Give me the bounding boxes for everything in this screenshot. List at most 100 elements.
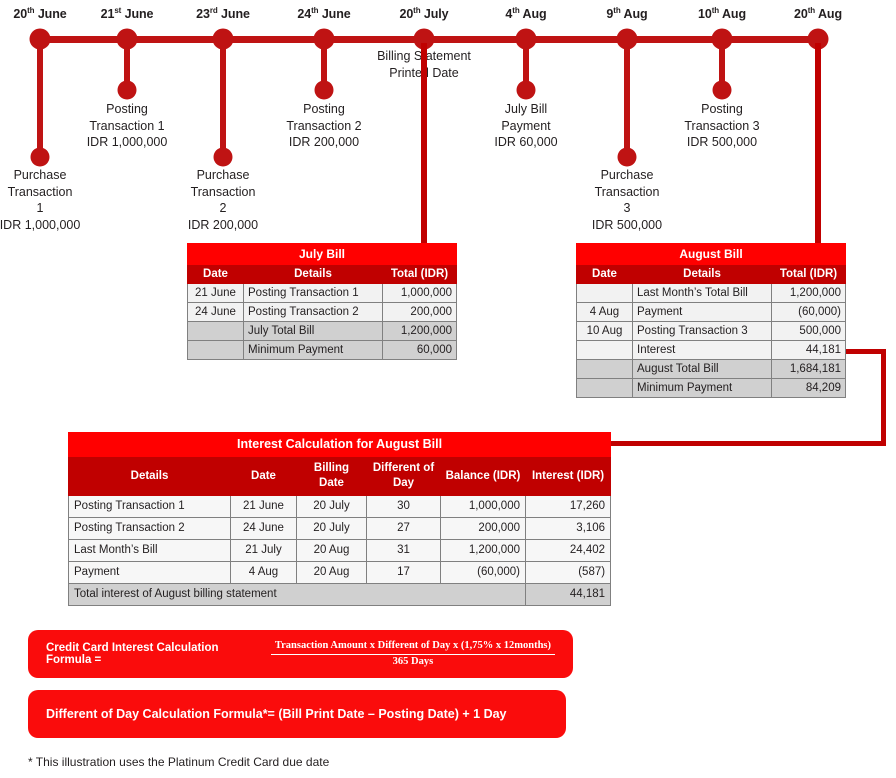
- cell-total: 1,200,000: [771, 283, 846, 303]
- interest-col-diff-day: Different of Day: [366, 456, 441, 496]
- timeline-end-dot-5: [516, 80, 536, 100]
- cell-interest: 24,402: [524, 539, 612, 562]
- timeline-date-4: 20th July: [399, 6, 449, 22]
- cell-date: [187, 321, 244, 341]
- timeline-label-line: Payment: [501, 118, 551, 133]
- timeline-dot-3: [313, 28, 335, 50]
- cell-balance: (60,000): [440, 561, 526, 584]
- cell-billing-date: 20 July: [296, 495, 367, 518]
- cell-total: 1,684,181: [771, 359, 846, 379]
- interest-total-label: Total interest of August billing stateme…: [68, 583, 526, 606]
- connector-interest-horizontal-left: [609, 441, 886, 446]
- cell-balance: 200,000: [440, 517, 526, 540]
- cell-date: 24 June: [187, 302, 244, 322]
- timeline-label-line: Transaction 2: [286, 118, 362, 133]
- august-bill-table: August Bill Date Details Total (IDR) Las…: [576, 243, 846, 398]
- timeline-label-line: IDR 200,000: [187, 217, 259, 232]
- interest-col-details: Details: [68, 456, 231, 496]
- timeline-stem-1: [124, 47, 130, 90]
- august-bill-col-date: Date: [576, 264, 633, 284]
- timeline-stem-3: [321, 47, 327, 90]
- different-of-day-formula-box: Different of Day Calculation Formula*= (…: [28, 690, 566, 738]
- timeline-label-line: IDR 1,000,000: [0, 217, 81, 232]
- july-bill-col-details: Details: [243, 264, 383, 284]
- timeline-label-line: July Bill: [504, 102, 548, 116]
- cell-diff-days: 27: [366, 517, 441, 540]
- interest-header-row: Details Date Billing Date Different of D…: [68, 456, 612, 496]
- connector-august-stem: [815, 43, 821, 244]
- interest-col-billing-date: Billing Date: [296, 456, 367, 496]
- cell-billing-date: 20 Aug: [296, 539, 367, 562]
- interest-total-value: 44,181: [524, 583, 612, 606]
- cell-date: [576, 340, 633, 360]
- timeline-end-dot-1: [117, 80, 137, 100]
- cell-total: 500,000: [771, 321, 846, 341]
- july-bill-col-total: Total (IDR): [381, 264, 458, 284]
- interest-formula-numerator: Transaction Amount x Different of Day x …: [270, 640, 555, 655]
- timeline-date-0: 20th June: [13, 6, 67, 22]
- cell-billing-date: 20 Aug: [296, 561, 367, 584]
- cell-details: Payment: [68, 561, 231, 584]
- cell-details: Minimum Payment: [243, 340, 383, 360]
- timeline-label-line: IDR 500,000: [591, 217, 663, 232]
- timeline-label-line: Posting: [303, 102, 345, 116]
- timeline-label-line: Transaction 3: [684, 118, 760, 133]
- cell-interest: (587): [524, 561, 612, 584]
- august-bill-title: August Bill: [576, 243, 846, 265]
- interest-table-title: Interest Calculation for August Bill: [67, 432, 612, 457]
- timeline-end-dot-7: [712, 80, 732, 100]
- august-bill-col-details: Details: [632, 264, 772, 284]
- cell-balance: 1,200,000: [440, 539, 526, 562]
- timeline-date-2: 23rd June: [196, 6, 250, 22]
- timeline-dot-7: [711, 28, 733, 50]
- timeline-dot-2: [212, 28, 234, 50]
- timeline-end-dot-0: [30, 147, 50, 167]
- cell-details: Posting Transaction 1: [68, 495, 231, 518]
- timeline-dot-4: [413, 28, 435, 50]
- cell-date: [187, 340, 244, 360]
- timeline-dot-8: [807, 28, 829, 50]
- cell-details: Posting Transaction 2: [243, 302, 383, 322]
- cell-details: Last Month’s Total Bill: [632, 283, 772, 303]
- interest-title-row: Interest Calculation for August Bill: [67, 432, 612, 457]
- cell-total: 1,000,000: [381, 283, 458, 303]
- cell-total: (60,000): [771, 302, 846, 322]
- timeline-dot-5: [515, 28, 537, 50]
- cell-date: 4 Aug: [576, 302, 633, 322]
- timeline-stem-7: [719, 47, 725, 90]
- timeline-dot-1: [116, 28, 138, 50]
- timeline-label-line: Transaction: [7, 184, 73, 199]
- august-bill-header-row: Date Details Total (IDR): [576, 264, 846, 284]
- timeline-date-1: 21st June: [100, 6, 154, 22]
- timeline-label-line: Purchase: [13, 168, 67, 182]
- timeline-label-line: Purchase: [196, 168, 250, 182]
- footnote: * This illustration uses the Platinum Cr…: [28, 755, 330, 769]
- cell-details: August Total Bill: [632, 359, 772, 379]
- cell-details: July Total Bill: [243, 321, 383, 341]
- timeline-label-line: 3: [623, 201, 631, 215]
- cell-date: [576, 359, 633, 379]
- cell-date: [576, 283, 633, 303]
- timeline-date-5: 4th Aug: [505, 6, 547, 22]
- different-of-day-formula-text: Different of Day Calculation Formula*= (…: [46, 707, 507, 721]
- interest-col-date: Date: [230, 456, 297, 496]
- timeline-stem-6: [624, 47, 630, 157]
- cell-details: Last Month’s Bill: [68, 539, 231, 562]
